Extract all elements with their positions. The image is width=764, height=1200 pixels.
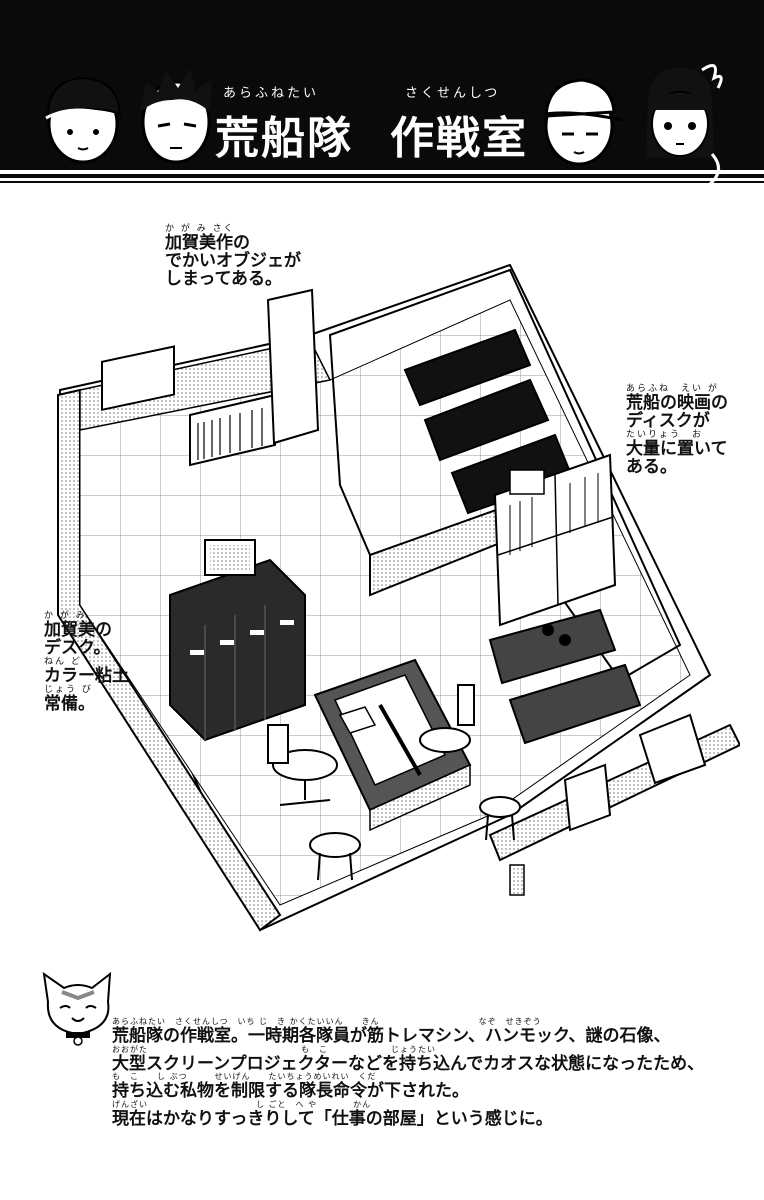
black-lockers	[169, 558, 306, 742]
note-line: 加賀美の	[44, 620, 112, 640]
character-face-cap-icon	[45, 76, 122, 164]
note-ruby: たいりょう お	[626, 429, 704, 440]
page-title: あらふねたい さくせんしつ 荒船隊 作戦室	[215, 82, 545, 164]
note-ruby: か が み	[44, 611, 87, 621]
note-line: ある。	[626, 456, 677, 477]
stool-left	[309, 832, 361, 858]
note-line: しまってある。	[165, 268, 282, 289]
note-line: デスク。	[44, 637, 111, 658]
door-panel	[509, 864, 525, 896]
chair-left	[267, 724, 338, 806]
character-face-visor-icon	[544, 78, 623, 166]
cat-mascot-icon	[42, 971, 112, 1046]
note-kagami-desk: か が み 加賀美の デスク。 ねん ど カラー粘土 じょう び 常備。	[44, 611, 129, 714]
character-face-spiky-icon	[140, 68, 212, 164]
corkboard	[101, 345, 175, 412]
caption-line: 大型スクリーンプロジェクターなどを持ち込んでカオスな状態になったため、	[112, 1053, 705, 1074]
note-ruby: あらふね えい が	[626, 384, 719, 394]
title-right: 作戦室	[390, 113, 528, 164]
caption-ruby: おおがた も こ じょうたい	[112, 1044, 436, 1054]
display-cabinet	[493, 453, 617, 627]
note-ruby: じょう び	[44, 684, 93, 695]
caption-ruby: も こ し ぶつ せいげん たいちょうめいれい くだ	[112, 1072, 377, 1081]
banner-rule-2	[0, 181, 764, 183]
stool-right	[479, 796, 521, 818]
note-line: 加賀美作の	[165, 233, 250, 253]
caption-block: あらふねたい さくせんしつ いち じ き かくたいいん きん なぞ せきぞう 荒…	[112, 1017, 752, 1129]
note-line: 常備。	[44, 693, 95, 714]
caption-ruby: げんざい し ごと へ や かん	[112, 1099, 372, 1109]
title-ruby-right: さくせんしつ	[405, 86, 501, 101]
caption-line: 荒船隊の作戦室。一時期各隊員が筋トレマシン、ハンモック、謎の石像、	[112, 1026, 671, 1046]
note-line: カラー粘土	[44, 665, 129, 686]
character-face-girl-icon	[646, 64, 723, 186]
caption-line: 持ち込む私物を制限する隊長命令が下された。	[112, 1081, 469, 1101]
room-illustration	[57, 263, 740, 932]
note-kagami-obje: か が み さく 加賀美作の でかいオブジェが しまってある。	[165, 224, 301, 289]
note-ruby: ねん ど	[44, 656, 82, 667]
title-ruby-left: あらふねたい	[223, 86, 320, 101]
banner-rule-1	[0, 174, 764, 178]
caption-ruby: あらふねたい さくせんしつ いち じ き かくたいいん きん なぞ せきぞう	[112, 1017, 542, 1026]
note-line: 荒船の映画の	[626, 393, 728, 413]
note-arafune-disc: あらふね えい が 荒船の映画の ディスクが たいりょう お 大量に置いて ある…	[626, 384, 728, 477]
note-line: でかいオブジェが	[165, 250, 301, 271]
tall-locker	[266, 288, 320, 445]
chair-right	[419, 684, 475, 753]
note-line: ディスクが	[626, 410, 710, 431]
bookshelf-left	[189, 393, 276, 467]
title-left: 荒船隊	[215, 113, 353, 164]
note-line: 大量に置いて	[626, 438, 728, 459]
central-desk	[313, 658, 472, 832]
caption-line: 現在はかなりすっきりして「仕事の部屋」という感じに。	[112, 1108, 553, 1129]
note-ruby: か が み さく	[165, 224, 235, 234]
title-banner	[0, 0, 764, 170]
